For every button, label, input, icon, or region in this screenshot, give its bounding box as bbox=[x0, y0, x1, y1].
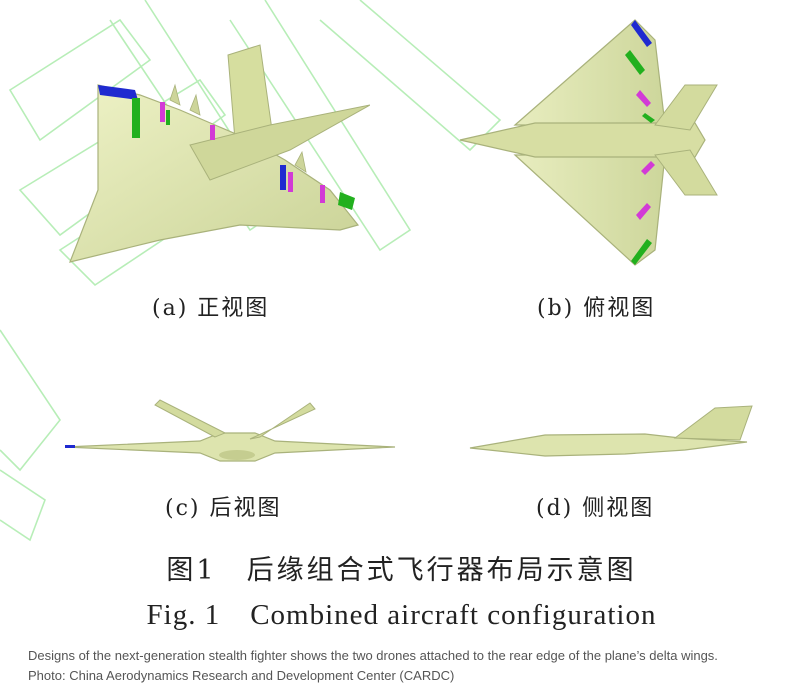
figure: (a) 正视图 ( bbox=[0, 0, 755, 631]
aircraft-top-view-drawing bbox=[459, 19, 718, 266]
subcaption-a: (a) 正视图 bbox=[152, 296, 270, 321]
panel-front-view bbox=[40, 40, 370, 270]
credit-line-description: Designs of the next-generation stealth f… bbox=[28, 648, 718, 663]
subcaption-c: (c) 后视图 bbox=[165, 496, 282, 521]
subcaption-b: (b) 俯视图 bbox=[537, 296, 656, 321]
subcaption-d: (d) 侧视图 bbox=[536, 496, 655, 521]
panel-rear-view bbox=[60, 395, 400, 470]
credit-line-source: Photo: China Aerodynamics Research and D… bbox=[28, 668, 455, 683]
photo-credit: Designs of the next-generation stealth f… bbox=[28, 646, 798, 686]
panel-top-view bbox=[455, 15, 725, 275]
aircraft-side-view-drawing bbox=[469, 405, 753, 457]
aircraft-rear-view-drawing bbox=[64, 399, 396, 462]
figure-caption-english: Fig. 1 Combined aircraft configuration bbox=[146, 599, 657, 631]
figure-caption-chinese: 图1 后缘组合式飞行器布局示意图 bbox=[166, 555, 637, 586]
panel-side-view bbox=[465, 400, 755, 465]
aircraft-front-view-drawing bbox=[69, 44, 370, 263]
